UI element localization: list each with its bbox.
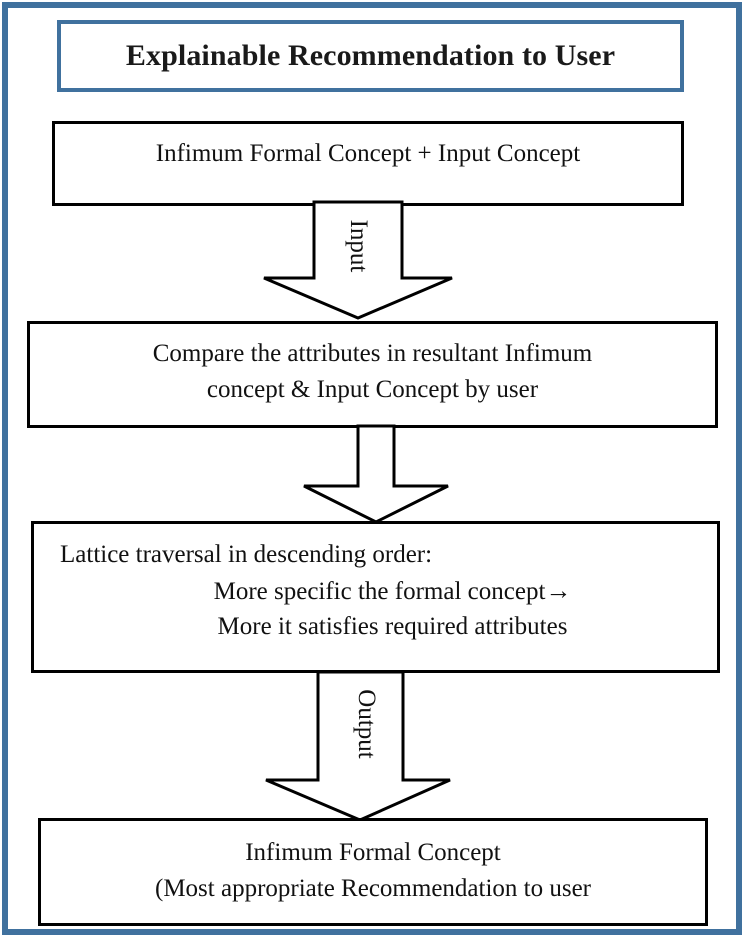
page-title: Explainable Recommendation to User — [125, 39, 616, 72]
connector-label-input: Input — [345, 219, 372, 273]
node-compare-attributes: Compare the attributes in resultant Infi… — [27, 321, 718, 428]
text-line: Lattice traversal in descending order: — [60, 541, 433, 568]
text-line: Compare the attributes in resultant Infi… — [152, 340, 593, 367]
connector-arrow-output — [265, 670, 451, 822]
connector-label-output: Output — [353, 689, 380, 759]
down-arrow-icon — [303, 424, 449, 524]
node-input-concept-text: Infimum Formal Concept + Input Concept — [55, 136, 681, 172]
text-line: Infimum Formal Concept — [245, 839, 501, 866]
text-line: concept & Input Concept by user — [206, 375, 539, 403]
node-compare-attributes-text: Compare the attributes in resultant Infi… — [30, 336, 715, 407]
connector-arrow-middle — [303, 424, 449, 524]
down-arrow-icon — [265, 670, 451, 822]
text-line-body: More specific the formal concept — [213, 577, 546, 605]
node-final-recommendation: Infimum Formal Concept (Most appropriate… — [38, 818, 708, 926]
title-banner: Explainable Recommendation to User — [57, 20, 684, 92]
node-input-concept: Infimum Formal Concept + Input Concept — [52, 121, 684, 206]
text-line: More it satisfies required attributes — [217, 613, 568, 641]
node-lattice-traversal: Lattice traversal in descending order: M… — [31, 521, 720, 673]
text-line: (Most appropriate Recommendation to user — [155, 874, 591, 902]
text-line: Infimum Formal Concept + Input Concept — [155, 140, 581, 167]
text-line: More specific the formal concept→ — [60, 573, 691, 610]
node-lattice-traversal-text: Lattice traversal in descending order: M… — [34, 537, 717, 645]
node-final-recommendation-text: Infimum Formal Concept (Most appropriate… — [41, 835, 705, 906]
connector-arrow-input — [263, 200, 453, 320]
right-arrow-icon: → — [545, 575, 572, 605]
down-arrow-icon — [263, 200, 453, 320]
